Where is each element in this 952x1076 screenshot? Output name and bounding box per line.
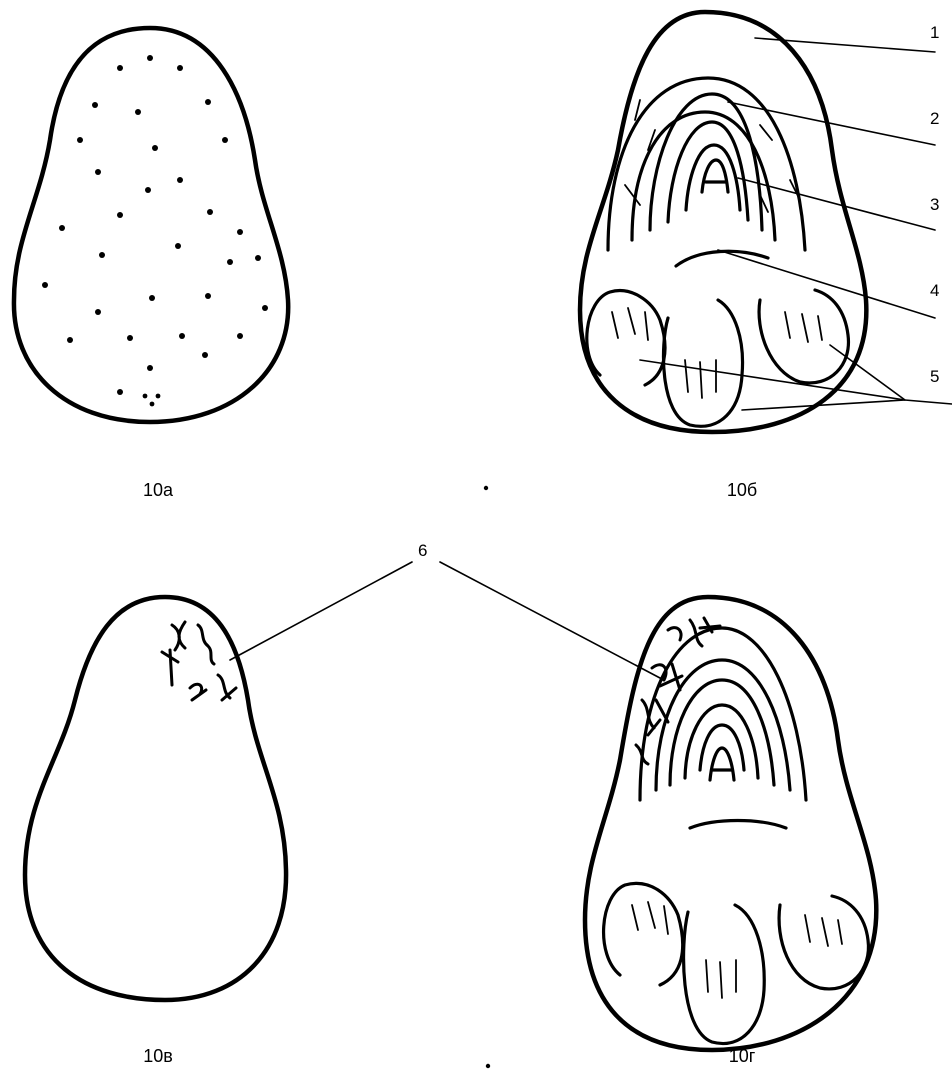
- panel-10g-caption: 10г: [729, 1046, 756, 1066]
- callout-6: 6: [418, 541, 427, 560]
- panel-10b-pad-left: [587, 291, 665, 385]
- panel-10a-caption: 10а: [143, 480, 174, 500]
- panel-10b-leader-5a: [640, 360, 905, 400]
- panel-10b-leader-1: [755, 38, 935, 52]
- panel-10b-pad-center: [663, 300, 742, 426]
- panel-10b-ridge-3: [650, 94, 762, 230]
- panel-10g-pad-left: [604, 883, 683, 985]
- panel-10g-pad-center: [684, 905, 765, 1043]
- panel-10g-transverse-line: [690, 821, 786, 829]
- speck: [486, 1064, 490, 1068]
- panel-10b-pad-right: [759, 290, 848, 383]
- panel-10a-outline: [14, 28, 288, 422]
- panel-10b-leader-4: [718, 250, 935, 318]
- panel-10a-dots: [42, 55, 268, 406]
- callout-5: 5: [930, 367, 939, 386]
- panel-10a: 10а: [14, 28, 288, 500]
- panel-10g-apex: [710, 748, 734, 780]
- panel-10g-ridge-4: [685, 705, 758, 778]
- panel-10g: 10г: [585, 597, 876, 1066]
- panel-10v-outline: [25, 597, 286, 1000]
- callout-4: 4: [930, 281, 939, 300]
- panel-10b-transverse-line: [676, 251, 768, 266]
- panel-10b: 1 2 3 4 5 10б: [580, 12, 952, 500]
- callout-6-group: 6: [230, 541, 660, 678]
- callout-3: 3: [930, 195, 939, 214]
- speck: [484, 486, 488, 490]
- panel-10b-apex: [702, 160, 728, 192]
- callout-2: 2: [930, 109, 939, 128]
- panel-10b-caption: 10б: [727, 480, 757, 500]
- panel-10b-ridge-4: [668, 122, 748, 222]
- callout-1: 1: [930, 23, 939, 42]
- callout-6-leader-right: [440, 562, 660, 678]
- panel-10v: 10в: [25, 597, 286, 1066]
- panel-10b-ridge-5: [686, 145, 740, 210]
- panel-10b-outline: [580, 12, 866, 432]
- callout-6-leader-left: [230, 562, 412, 660]
- panel-10g-outline: [585, 597, 876, 1050]
- panel-10g-pad-right: [779, 896, 868, 989]
- panel-10v-caption: 10в: [143, 1046, 173, 1066]
